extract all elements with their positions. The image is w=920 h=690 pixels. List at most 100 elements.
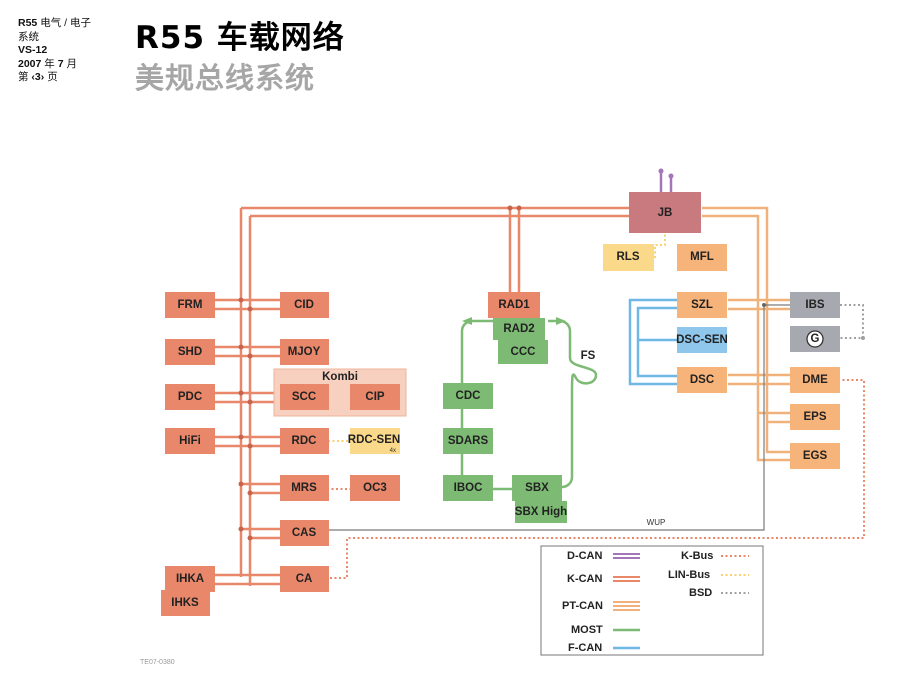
- module-pdc-label: PDC: [178, 391, 202, 403]
- header-doc-code: VS-12: [18, 44, 48, 56]
- header-page-number: ‹3›: [31, 71, 45, 83]
- module-rad2: RAD2: [493, 318, 545, 340]
- module-cip-label: CIP: [365, 391, 385, 403]
- module-pdc: PDC: [165, 384, 215, 410]
- dcan-antenna: [658, 168, 674, 192]
- module-iboc: IBOC: [443, 475, 493, 501]
- module-rdc-sen-count: 4x: [390, 448, 396, 454]
- module-cas: CAS: [280, 520, 329, 546]
- module-ihka: IHKA: [165, 566, 215, 592]
- module-rdc-sen-label: RDC-SEN: [348, 434, 400, 446]
- module-ccc: CCC: [498, 340, 548, 364]
- module-rad1-label: RAD1: [498, 299, 530, 311]
- legend-linbus-label: LIN-Bus: [668, 569, 710, 581]
- module-cdc: CDC: [443, 383, 493, 409]
- module-ca: CA: [280, 566, 329, 592]
- module-mjoy: MJOY: [280, 339, 329, 365]
- module-scc: SCC: [280, 384, 329, 410]
- module-hifi-label: HiFi: [179, 435, 201, 447]
- module-ibs-label: IBS: [805, 299, 825, 311]
- module-rdc-label: RDC: [292, 435, 317, 447]
- module-sbx: SBX: [512, 475, 562, 501]
- legend-fcan-label: F-CAN: [568, 642, 602, 654]
- module-ihks-label: IHKS: [171, 597, 199, 609]
- module-ca-label: CA: [296, 573, 313, 585]
- figure-code: TE07-0380: [140, 659, 175, 666]
- module-egs: EGS: [790, 443, 840, 469]
- legend-bsd-label: BSD: [689, 587, 712, 599]
- header-page-suffix: 页: [47, 71, 58, 83]
- bsd-lines: [840, 304, 865, 340]
- module-ibs: IBS: [790, 292, 840, 318]
- module-sdars-label: SDARS: [448, 435, 489, 447]
- header-model: R55: [18, 17, 38, 29]
- module-mrs: MRS: [280, 475, 329, 501]
- module-mjoy-label: MJOY: [288, 346, 321, 358]
- module-scc-label: SCC: [292, 391, 316, 403]
- module-szl: SZL: [677, 292, 727, 318]
- module-shd: SHD: [165, 339, 215, 365]
- legend-ptcan-label: PT-CAN: [562, 600, 603, 612]
- header-year: 2007: [18, 57, 42, 70]
- module-cas-label: CAS: [292, 527, 317, 539]
- page-subtitle: 美规总线系统: [135, 61, 316, 95]
- module-sbx-high: SBX High: [515, 501, 567, 523]
- module-rad2-label: RAD2: [503, 323, 534, 335]
- page-title: R55 车载网络: [135, 20, 345, 56]
- legend-dcan-label: D-CAN: [567, 550, 602, 562]
- document-header: R55 电气 / 电子 系统 VS-12 2007 年 7 月 第 ‹3› 页: [18, 17, 91, 85]
- module-jb-label: JB: [658, 207, 673, 219]
- module-egs-label: EGS: [803, 450, 828, 462]
- fcan-bus-lines: [628, 298, 677, 386]
- module-jb: JB: [629, 192, 701, 233]
- module-szl-label: SZL: [691, 299, 713, 311]
- module-ihka-label: IHKA: [176, 573, 204, 585]
- module-rdc: RDC: [280, 428, 329, 454]
- legend-kbus-label: K-Bus: [681, 550, 713, 562]
- kcan-junctions: [238, 205, 522, 541]
- module-frm-label: FRM: [178, 299, 203, 311]
- header-page-prefix: 第: [18, 71, 29, 83]
- wup-and-gray-lines: [327, 303, 790, 531]
- module-eps-label: EPS: [803, 411, 826, 423]
- header-month-unit: 月: [66, 57, 77, 70]
- module-ihks: IHKS: [161, 590, 210, 616]
- module-cip: CIP: [350, 384, 400, 410]
- fs-label: FS: [581, 350, 596, 362]
- module-iboc-label: IBOC: [454, 482, 483, 494]
- module-sbx-label: SBX: [525, 482, 549, 494]
- module-rad1: RAD1: [488, 292, 540, 318]
- module-cid: CID: [280, 292, 329, 318]
- module-dsc-sen-label: DSC-SEN: [676, 334, 728, 346]
- module-cid-label: CID: [294, 299, 314, 311]
- module-eps: EPS: [790, 404, 840, 430]
- header-month: 7: [57, 57, 64, 70]
- header-category: 电气 / 电子: [40, 17, 91, 29]
- module-cdc-label: CDC: [456, 390, 481, 402]
- module-dme-label: DME: [802, 374, 828, 386]
- module-mrs-label: MRS: [291, 482, 317, 494]
- legend-most-label: MOST: [571, 624, 603, 636]
- header-year-unit: 年: [44, 57, 55, 70]
- module-dme: DME: [790, 367, 840, 393]
- module-generator-label: G: [811, 333, 820, 345]
- module-hifi: HiFi: [165, 428, 215, 454]
- wup-label: WUP: [647, 518, 666, 527]
- module-frm: FRM: [165, 292, 215, 318]
- module-mfl-label: MFL: [690, 251, 714, 263]
- module-dsc-label: DSC: [690, 374, 714, 386]
- module-sdars: SDARS: [443, 428, 493, 454]
- module-shd-label: SHD: [178, 346, 202, 358]
- generator-icon: [806, 330, 824, 348]
- module-rls: RLS: [603, 244, 654, 271]
- legend-kcan-label: K-CAN: [567, 573, 602, 585]
- module-rls-label: RLS: [617, 251, 640, 263]
- module-sbx-high-label: SBX High: [515, 506, 567, 518]
- module-ccc-label: CCC: [511, 346, 536, 358]
- module-mfl: MFL: [677, 244, 727, 271]
- module-rdc-sen: RDC-SEN 4x: [348, 428, 400, 454]
- module-dsc-sen: DSC-SEN: [676, 327, 728, 353]
- linbus-lines: [328, 232, 666, 442]
- module-dsc: DSC: [677, 367, 727, 393]
